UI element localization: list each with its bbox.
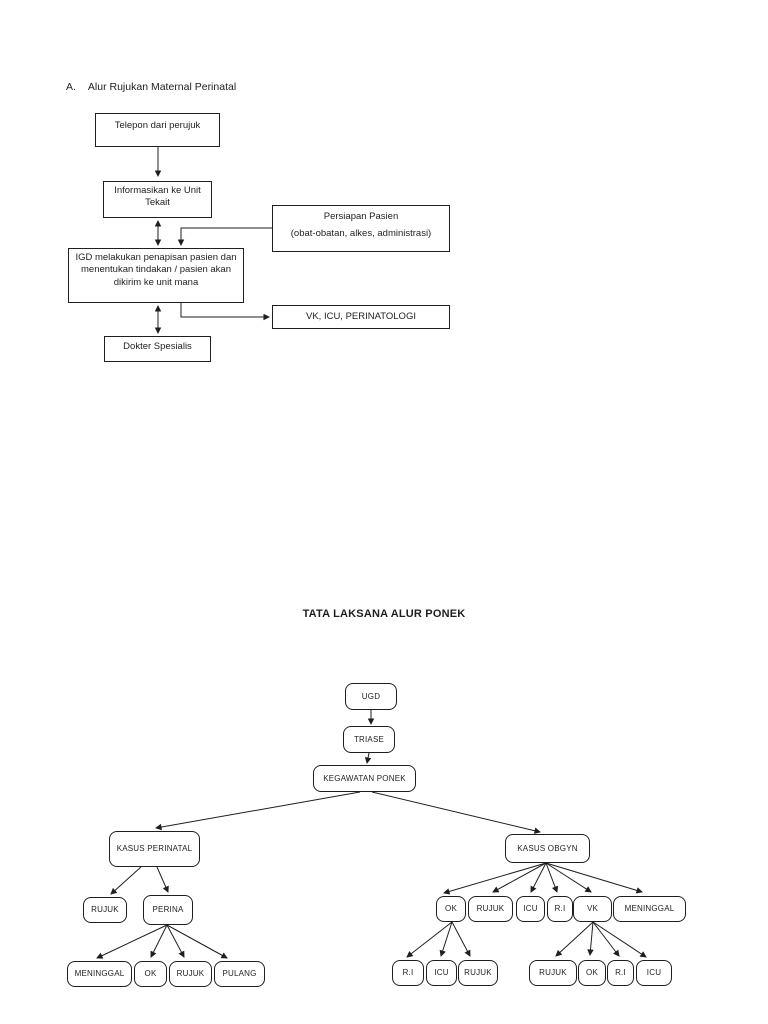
- tree-box-kegawatan-ponek: KEGAWATAN PONEK: [313, 765, 416, 792]
- tree-box-obgyn-vk: VK: [573, 896, 612, 922]
- arrow-vk-to-icu: [592, 921, 647, 958]
- flow-box-igd: IGD melakukan penapisan pasien dan menen…: [68, 248, 244, 303]
- tree-box-perina: PERINA: [143, 895, 193, 925]
- tree-box-vk-ri-label: R.I: [615, 968, 626, 978]
- tree-box-vk-ok: OK: [578, 960, 606, 986]
- tree-box-ok-icu: ICU: [426, 960, 457, 986]
- arrow-triase-to-kegawatan: [364, 752, 372, 764]
- tree-box-perinatal-rujuk-label: RUJUK: [91, 905, 119, 915]
- tree-box-kegawatan-label: KEGAWATAN PONEK: [323, 773, 406, 783]
- tree-box-kasus-obgyn: KASUS OBGYN: [505, 834, 590, 863]
- tree-box-perina-meninggal: MENINGGAL: [67, 961, 132, 987]
- arrow-obgyn-to-icu: [530, 862, 547, 893]
- tree-box-vk-icu-label: ICU: [646, 968, 662, 978]
- tree-box-kasus-obgyn-label: KASUS OBGYN: [517, 843, 578, 853]
- referral-flowchart-connectors: [154, 147, 272, 334]
- tree-box-ok-rujuk: RUJUK: [458, 960, 498, 986]
- flow-box-informasikan-line2: Tekait: [145, 197, 170, 209]
- flow-box-igd-line3: dikirim ke unit mana: [113, 276, 199, 288]
- tree-box-triase: TRIASE: [343, 726, 395, 753]
- tree-box-obgyn-ok-label: OK: [445, 904, 457, 914]
- tree-box-ugd-label: UGD: [361, 691, 381, 701]
- arrow-vk-to-ok: [587, 921, 594, 956]
- tree-box-vk-ok-label: OK: [586, 968, 598, 978]
- tree-box-perina-ok-label: OK: [144, 969, 157, 979]
- flow-box-telepon-label: Telepon dari perujuk: [114, 120, 201, 131]
- arrow-kegawatan-to-kasus-perinatal: [155, 791, 361, 831]
- tree-box-vk-ri: R.I: [607, 960, 634, 986]
- tree-box-obgyn-icu-label: ICU: [523, 904, 538, 914]
- arrow-ok-to-ri: [406, 921, 453, 958]
- arrow-vk-to-rujuk: [555, 921, 594, 957]
- tree-box-kasus-perinatal: KASUS PERINATAL: [109, 831, 200, 867]
- tree-box-vk-icu: ICU: [636, 960, 672, 986]
- arrow-vk-to-ri: [592, 921, 620, 957]
- arrow-igd-to-vk-icu: [180, 303, 270, 321]
- tree-box-obgyn-rujuk: RUJUK: [468, 896, 513, 922]
- arrow-perinatal-to-rujuk: [110, 866, 142, 895]
- arrow-perina-to-pulang: [166, 924, 228, 959]
- tree-box-perina-rujuk: RUJUK: [169, 961, 212, 987]
- flow-box-igd-line2: menentukan tindakan / pasien akan: [81, 264, 231, 276]
- tree-box-perina-pulang-label: PULANG: [222, 969, 257, 979]
- arrow-obgyn-to-ok: [443, 862, 547, 895]
- tree-box-ok-ri-label: R.I: [402, 968, 414, 978]
- tree-box-ok-rujuk-label: RUJUK: [464, 968, 492, 978]
- flow-box-dokter-spesialis: Dokter Spesialis: [104, 336, 211, 362]
- arrow-obgyn-to-vk: [545, 862, 592, 893]
- tree-box-triase-label: TRIASE: [353, 734, 385, 744]
- tree-box-perina-rujuk-label: RUJUK: [176, 969, 205, 979]
- tree-box-obgyn-vk-label: VK: [586, 904, 599, 914]
- tree-box-obgyn-meninggal: MENINGGAL: [613, 896, 686, 922]
- arrow-kegawatan-to-kasus-obgyn: [371, 791, 541, 834]
- flow-box-persiapan: Persiapan Pasien (obat-obatan, alkes, ad…: [272, 205, 450, 252]
- flow-box-igd-line1: IGD melakukan penapisan pasien dan: [75, 252, 237, 263]
- section-heading: A. Alur Rujukan Maternal Perinatal: [66, 81, 236, 93]
- section-label: A.: [66, 81, 76, 93]
- flow-box-persiapan-line2: (obat-obatan, alkes, administrasi): [290, 228, 432, 240]
- flow-box-vk-icu-perinatologi: VK, ICU, PERINATOLOGI: [272, 305, 450, 329]
- tree-box-obgyn-meninggal-label: MENINGGAL: [624, 904, 675, 914]
- flow-box-telepon: Telepon dari perujuk: [95, 113, 220, 147]
- tree-box-ugd: UGD: [345, 683, 397, 710]
- tree-box-perina-ok: OK: [134, 961, 167, 987]
- arrow-perina-to-meninggal: [96, 924, 168, 959]
- flow-box-dokter-label: Dokter Spesialis: [123, 341, 192, 352]
- flow-box-informasikan: Informasikan ke Unit Tekait: [103, 181, 212, 218]
- tree-box-ok-ri: R.I: [392, 960, 424, 986]
- flow-box-persiapan-line1: Persiapan Pasien: [323, 211, 399, 222]
- arrow-obgyn-to-rujuk: [492, 862, 547, 893]
- ponek-tree-title: TATA LAKSANA ALUR PONEK: [302, 608, 466, 620]
- flow-box-vk-icu-label: VK, ICU, PERINATOLOGI: [306, 310, 416, 322]
- arrow-ok-to-icu: [439, 921, 453, 957]
- section-title: Alur Rujukan Maternal Perinatal: [87, 81, 237, 93]
- tree-box-vk-rujuk: RUJUK: [529, 960, 577, 986]
- tree-box-perina-pulang: PULANG: [214, 961, 265, 987]
- arrow-persiapan-to-igd: [177, 227, 272, 246]
- arrow-perinatal-to-perina: [156, 866, 169, 893]
- arrow-perina-to-ok: [150, 924, 168, 958]
- tree-box-kasus-perinatal-label: KASUS PERINATAL: [116, 844, 193, 854]
- arrow-obgyn-to-ri: [545, 862, 559, 893]
- tree-box-vk-rujuk-label: RUJUK: [539, 968, 567, 978]
- tree-box-ok-icu-label: ICU: [434, 968, 449, 978]
- flow-box-informasikan-line1: Informasikan ke Unit: [114, 185, 201, 196]
- arrow-obgyn-to-meninggal: [545, 862, 643, 894]
- arrow-perina-to-rujuk: [166, 924, 185, 958]
- tree-box-obgyn-rujuk-label: RUJUK: [476, 904, 505, 914]
- tree-box-obgyn-ri: R.I: [547, 896, 573, 922]
- tree-box-obgyn-ok: OK: [436, 896, 466, 922]
- tree-box-obgyn-icu: ICU: [516, 896, 545, 922]
- tree-box-perinatal-rujuk: RUJUK: [83, 897, 127, 923]
- arrow-ok-to-rujuk: [451, 921, 471, 957]
- tree-box-perina-label: PERINA: [152, 905, 184, 915]
- tree-box-obgyn-ri-label: R.I: [554, 904, 566, 914]
- tree-box-perina-meninggal-label: MENINGGAL: [74, 969, 125, 979]
